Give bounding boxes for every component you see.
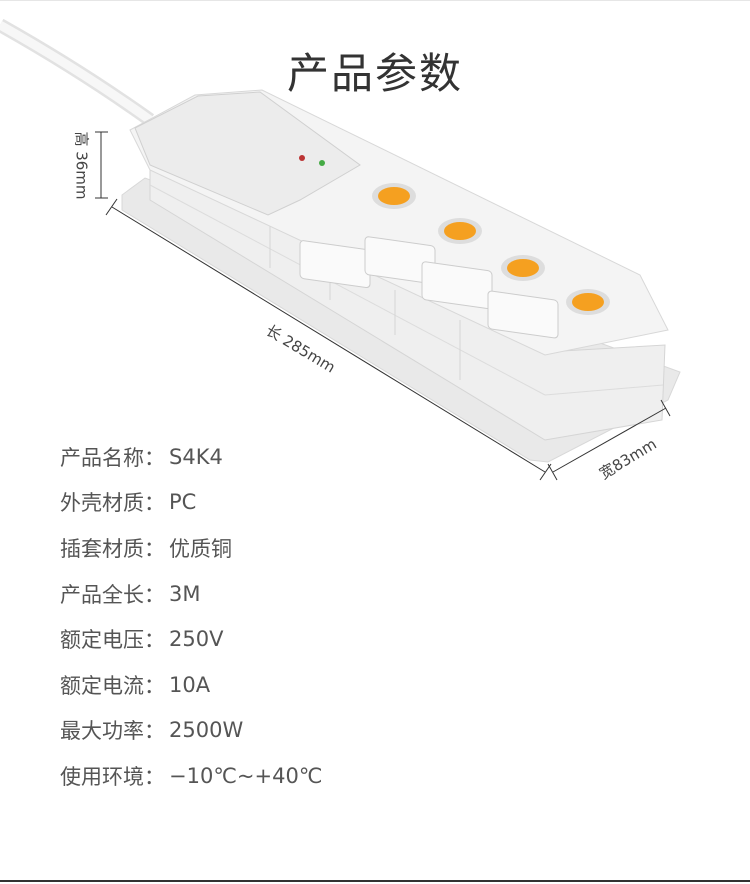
spec-label: 产品全长： — [60, 582, 165, 607]
spec-value: S4K4 — [169, 444, 223, 469]
spec-value: PC — [169, 490, 197, 515]
page-title: 产品参数 — [286, 49, 463, 98]
switch-1 — [378, 187, 410, 205]
spec-row: 使用环境：−10℃~+40℃ — [60, 753, 322, 799]
spec-label: 额定电流： — [60, 673, 165, 698]
switch-3 — [507, 259, 539, 277]
height-label: 高 36mm — [72, 131, 91, 200]
spec-value: 250V — [169, 627, 224, 652]
spec-row: 产品名称：S4K4 — [60, 434, 322, 480]
top-divider — [0, 0, 750, 1]
spec-row: 最大功率：2500W — [60, 708, 322, 754]
spec-value: −10℃~+40℃ — [169, 763, 323, 788]
spec-label: 最大功率： — [60, 719, 165, 744]
spec-value: 优质铜 — [169, 536, 232, 561]
switch-2 — [444, 222, 476, 240]
spec-list: 产品名称：S4K4 外壳材质：PC 插套材质：优质铜 产品全长：3M 额定电压：… — [60, 434, 322, 799]
spec-row: 额定电流：10A — [60, 662, 322, 708]
spec-value: 10A — [169, 672, 211, 697]
spec-row: 产品全长：3M — [60, 571, 322, 617]
spec-label: 产品名称： — [60, 445, 165, 470]
spec-label: 外壳材质： — [60, 491, 165, 516]
spec-row: 额定电压：250V — [60, 616, 322, 662]
socket-2 — [364, 218, 482, 285]
spec-label: 额定电压： — [60, 628, 165, 653]
spec-label: 使用环境： — [60, 764, 165, 789]
switch-4 — [572, 293, 604, 311]
spec-label: 插套材质： — [60, 536, 165, 561]
bottom-divider — [0, 880, 750, 882]
spec-value: 3M — [169, 581, 201, 606]
socket-3 — [421, 255, 545, 310]
spec-value: 2500W — [169, 718, 244, 743]
spec-row: 插套材质：优质铜 — [60, 525, 322, 571]
spec-row: 外壳材质：PC — [60, 480, 322, 526]
socket-1 — [299, 183, 416, 288]
socket-4 — [487, 289, 610, 339]
dimension-lines — [95, 131, 671, 481]
